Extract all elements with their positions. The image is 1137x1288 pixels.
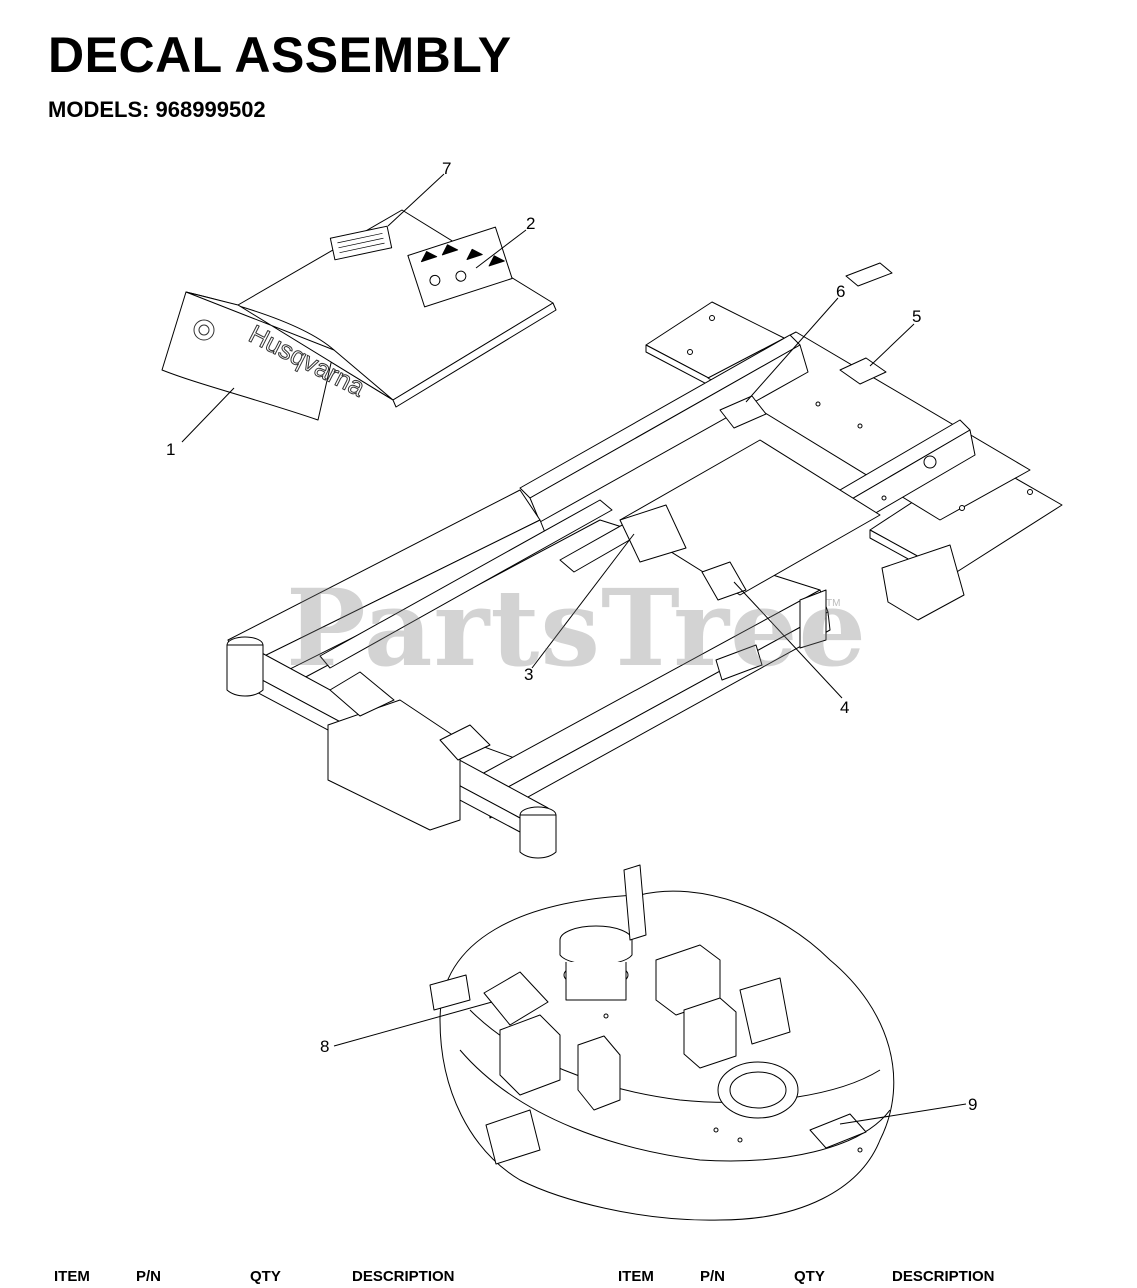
callout-9: 9 xyxy=(968,1095,977,1114)
callout-4: 4 xyxy=(840,698,849,717)
callout-7: 7 xyxy=(442,159,451,178)
col-qty-left: QTY xyxy=(250,1268,281,1285)
partstree-watermark: PartsTree xyxy=(286,565,867,690)
col-pn-right: P/N xyxy=(700,1268,726,1285)
col-description-right: DESCRIPTION xyxy=(892,1268,995,1285)
col-item-left: ITEM xyxy=(54,1268,90,1285)
callout-1: 1 xyxy=(166,440,175,459)
parts-table-header: ITEM P/N QTY DESCRIPTION ITEM P/N QTY DE… xyxy=(40,1268,1100,1288)
mower-frame xyxy=(226,262,1063,859)
col-pn-left: P/N xyxy=(136,1268,162,1285)
callout-2: 2 xyxy=(526,214,535,233)
hood-panel xyxy=(161,209,557,421)
watermark-trademark: TM xyxy=(826,598,841,609)
col-description-left: DESCRIPTION xyxy=(352,1268,455,1285)
page-title: DECAL ASSEMBLY xyxy=(48,27,512,83)
callout-3: 3 xyxy=(524,665,533,684)
models-subtitle: MODELS: 968999502 xyxy=(48,97,266,122)
col-item-right: ITEM xyxy=(618,1268,654,1285)
mower-deck xyxy=(429,864,895,1221)
callout-6: 6 xyxy=(836,282,845,301)
brand-crown-icon xyxy=(193,319,215,341)
col-qty-right: QTY xyxy=(794,1268,825,1285)
leader-lines xyxy=(181,173,967,1125)
callout-8: 8 xyxy=(320,1037,329,1056)
callout-5: 5 xyxy=(912,307,921,326)
